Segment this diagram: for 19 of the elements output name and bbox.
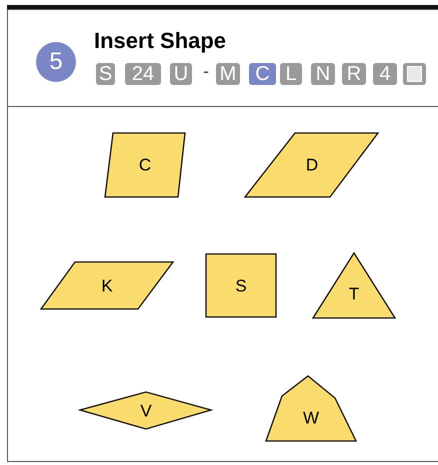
key-chip: R <box>342 63 366 85</box>
key-chip: C <box>249 63 276 85</box>
key-chip: 4 <box>373 63 397 85</box>
title: Insert Shape <box>94 29 226 53</box>
shape-label: V <box>140 402 152 420</box>
key-chip: U <box>170 63 192 85</box>
shape-label: W <box>302 410 320 426</box>
shape-label: D <box>306 156 318 174</box>
key-chip: S <box>96 63 115 85</box>
key-chip: 24 <box>125 63 161 85</box>
shape-label: K <box>101 278 113 294</box>
shape-label: S <box>235 278 247 294</box>
step-number-badge: 5 <box>36 42 76 82</box>
key-chip: M <box>216 63 240 85</box>
key-chip: L <box>280 63 302 85</box>
shape-label: T <box>348 286 360 302</box>
shape-label: C <box>138 156 152 174</box>
separator-dash: - <box>203 60 209 82</box>
key-chip: N <box>311 63 335 85</box>
